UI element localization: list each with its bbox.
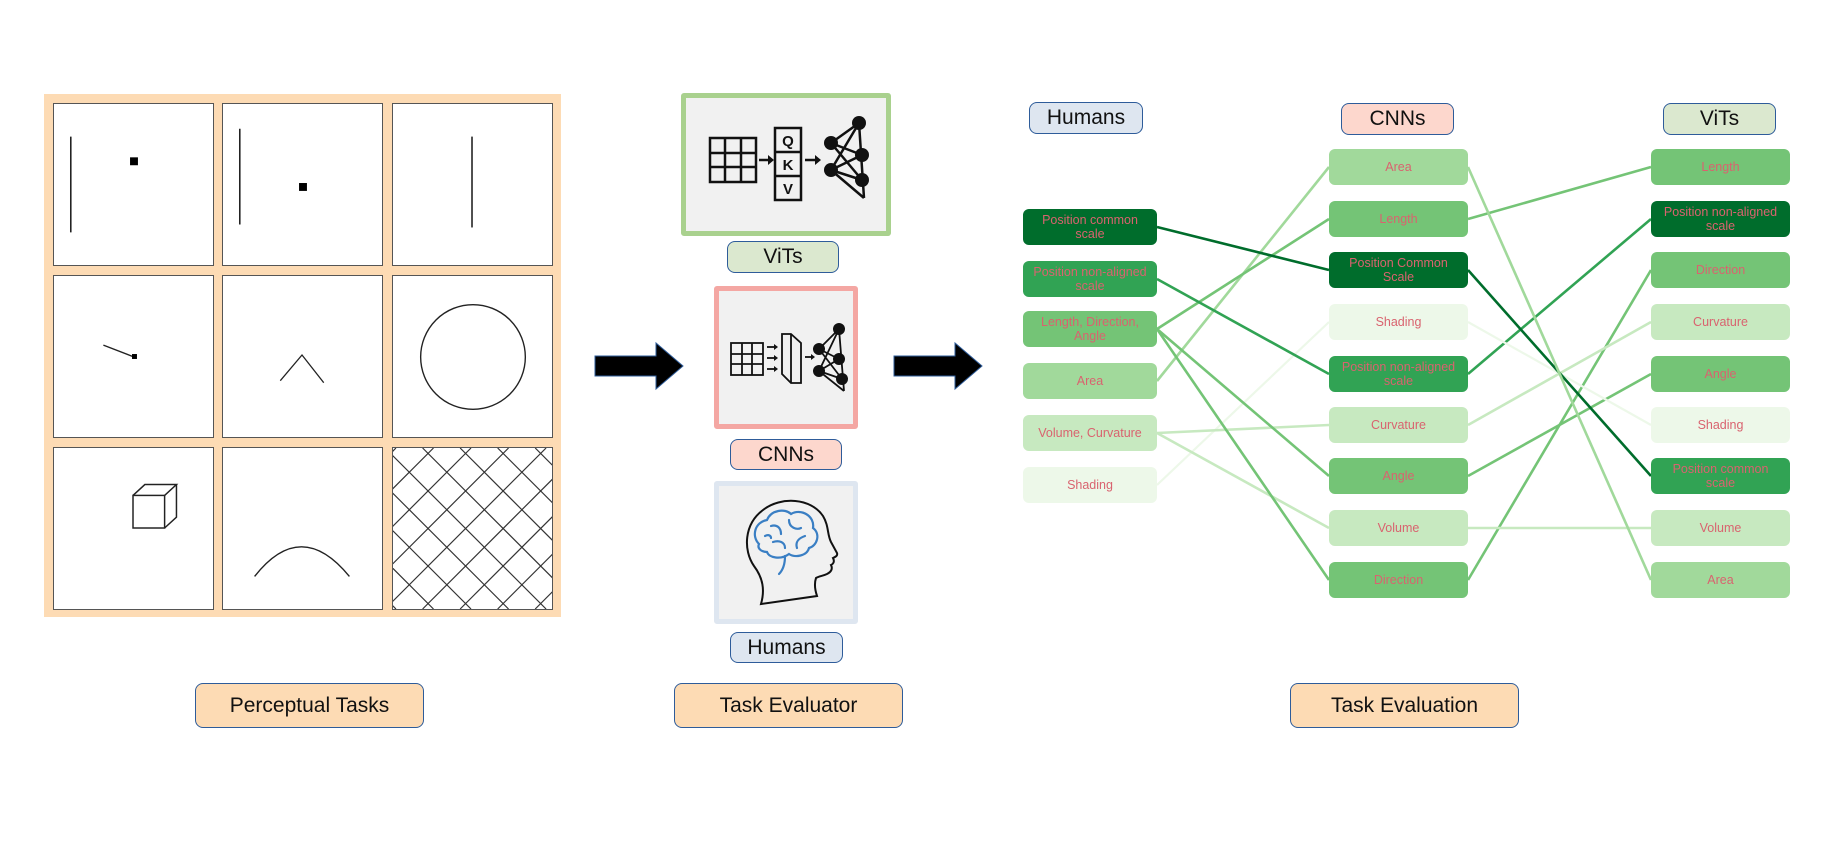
- connection-pcs: [1156, 225, 1330, 272]
- hatch-line: [393, 448, 397, 452]
- hatch-line: [393, 448, 434, 490]
- hatch-line: [497, 553, 552, 609]
- humans-rank-node: Position common scale: [1023, 209, 1157, 245]
- hatch-line: [393, 448, 509, 565]
- vits-column-header: ViTs: [1663, 103, 1776, 135]
- cnns-rank-node: Area: [1329, 149, 1468, 185]
- connection-shading: [1156, 321, 1330, 486]
- humans-rank-node: Area: [1023, 363, 1157, 399]
- humans-rank-node: Volume, Curvature: [1023, 415, 1157, 451]
- human-brain-icon: [745, 499, 839, 606]
- hatch-line: [393, 567, 434, 609]
- vits-rank-node: Length: [1651, 149, 1790, 185]
- connection-volume: [1156, 431, 1330, 530]
- hatch-line: [422, 478, 552, 609]
- stimulus-volume: [53, 447, 214, 610]
- vits-rank-node: Shading: [1651, 407, 1790, 443]
- stimulus-length: [392, 103, 553, 266]
- vits-evaluator-box: Q K V: [681, 93, 891, 236]
- connection-shading: [1467, 321, 1652, 426]
- stimulus-position-non-aligned-scale: [222, 103, 383, 266]
- vits-rank-node: Angle: [1651, 356, 1790, 392]
- perceptual-tasks-label: Perceptual Tasks: [195, 683, 424, 728]
- humans-label: Humans: [730, 632, 843, 663]
- vits-rank-node: Direction: [1651, 252, 1790, 288]
- q-label: Q: [782, 133, 794, 150]
- humans-rank-node: Shading: [1023, 467, 1157, 503]
- cnns-rank-node: Direction: [1329, 562, 1468, 598]
- arrow-right-icon: [594, 341, 684, 391]
- task-evaluator-label: Task Evaluator: [674, 683, 903, 728]
- transformer-qkv-icon: Q K V: [708, 116, 869, 202]
- task-evaluation-label: Task Evaluation: [1290, 683, 1519, 728]
- vits-rank-node: Position non-aligned scale: [1651, 201, 1790, 237]
- stimulus-shading: [392, 447, 553, 610]
- connection-curvature: [1156, 423, 1330, 435]
- stimulus-area: [392, 275, 553, 438]
- hatch-line: [459, 448, 552, 541]
- connection-area: [1155, 166, 1331, 382]
- cnns-label: CNNs: [730, 439, 842, 470]
- vits-rank-node: Curvature: [1651, 304, 1790, 340]
- hatch-line: [393, 448, 547, 602]
- hatch-line: [422, 448, 552, 579]
- stimulus-position-common-scale: [53, 103, 214, 266]
- cnns-rank-node: Shading: [1329, 304, 1468, 340]
- vits-rank-node: Area: [1651, 562, 1790, 598]
- connection-angle: [1467, 372, 1652, 478]
- connection-pcs: [1467, 269, 1652, 477]
- cnns-rank-node: Volume: [1329, 510, 1468, 546]
- hatch-line: [534, 448, 552, 466]
- vits-rank-node: Volume: [1651, 510, 1790, 546]
- humans-rank-node: Position non-aligned scale: [1023, 261, 1157, 297]
- stimulus-curvature: [222, 447, 383, 610]
- humans-rank-node: Length, Direction, Angle: [1023, 311, 1157, 347]
- hatch-line: [393, 455, 547, 609]
- connection-angle: [1156, 328, 1330, 477]
- connection-curvature: [1467, 320, 1652, 427]
- hatch-line: [393, 448, 472, 527]
- connection-length: [1467, 165, 1652, 221]
- arrow-right-icon: [893, 341, 983, 391]
- k-label: K: [783, 157, 794, 174]
- stimulus-direction: [53, 275, 214, 438]
- connection-direction: [1466, 269, 1653, 581]
- vits-label: ViTs: [727, 241, 839, 273]
- connection-area: [1466, 166, 1653, 581]
- connection-direction: [1155, 328, 1331, 581]
- hatch-line: [393, 605, 397, 609]
- hatch-line: [534, 591, 552, 609]
- perceptual-tasks-panel: [44, 94, 561, 617]
- cnns-evaluator-box: [714, 286, 858, 429]
- cnns-rank-node: Position Common Scale: [1329, 252, 1468, 288]
- connection-length: [1156, 217, 1330, 331]
- hatch-line: [393, 492, 509, 609]
- cnn-icon: [730, 323, 848, 392]
- humans-column-header: Humans: [1029, 102, 1143, 134]
- cnns-rank-node: Position non-aligned scale: [1329, 356, 1468, 392]
- hatch-line: [393, 530, 472, 609]
- vits-rank-node: Position common scale: [1651, 458, 1790, 494]
- cnns-rank-node: Angle: [1329, 458, 1468, 494]
- v-label: V: [783, 181, 793, 198]
- humans-evaluator-box: [714, 481, 858, 624]
- cnns-rank-node: Length: [1329, 201, 1468, 237]
- cnns-column-header: CNNs: [1341, 103, 1454, 135]
- hatch-line: [497, 448, 552, 504]
- cnns-rank-node: Curvature: [1329, 407, 1468, 443]
- stimulus-angle: [222, 275, 383, 438]
- connection-pnas: [1467, 218, 1652, 375]
- hatch-line: [459, 516, 552, 609]
- connection-pnas: [1156, 277, 1330, 376]
